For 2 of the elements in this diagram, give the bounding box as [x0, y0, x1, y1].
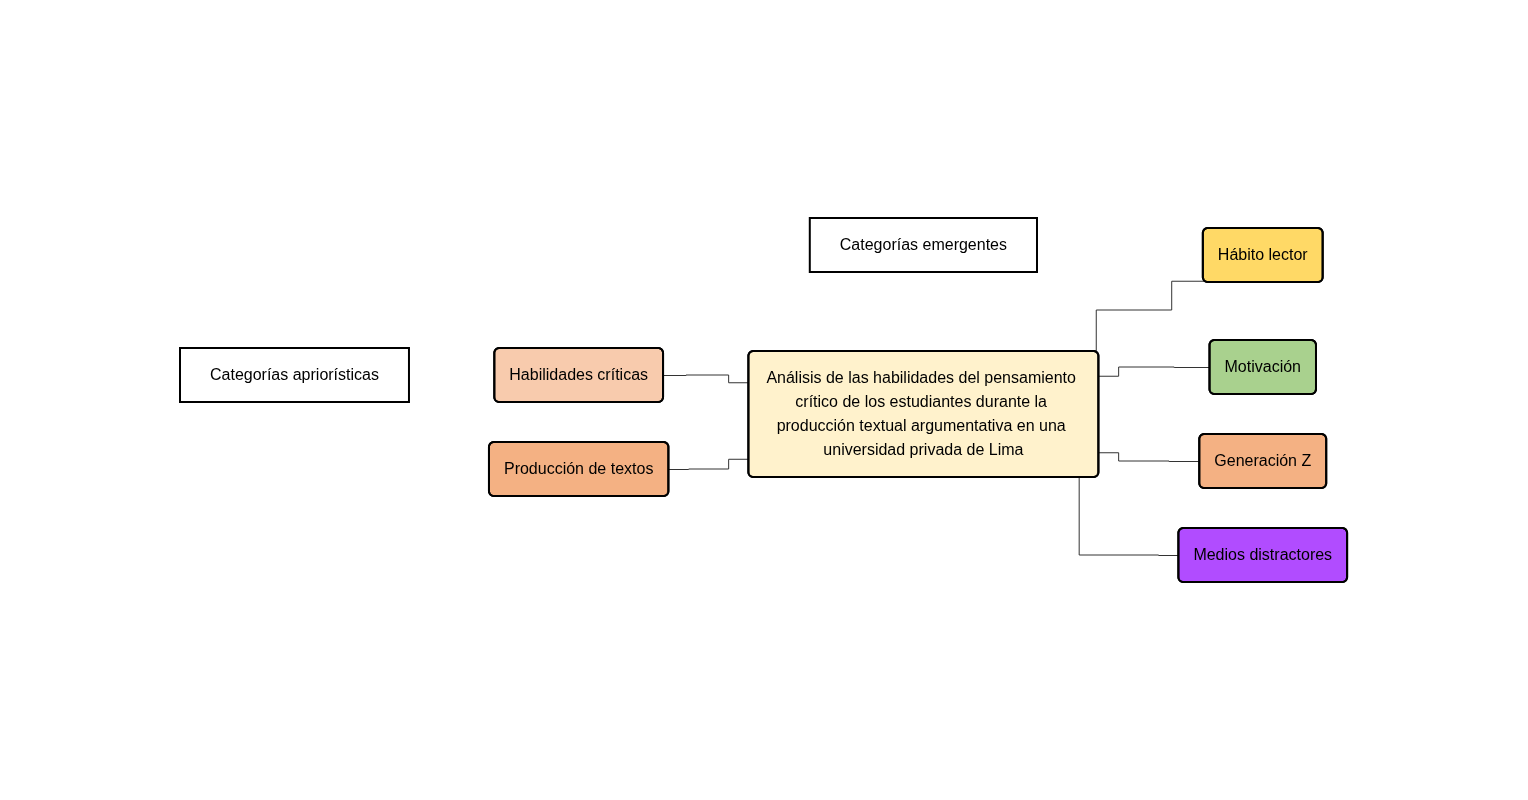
node-box: Categorías emergentes	[809, 217, 1039, 273]
node-box: Categorías apriorísticas	[179, 347, 411, 403]
